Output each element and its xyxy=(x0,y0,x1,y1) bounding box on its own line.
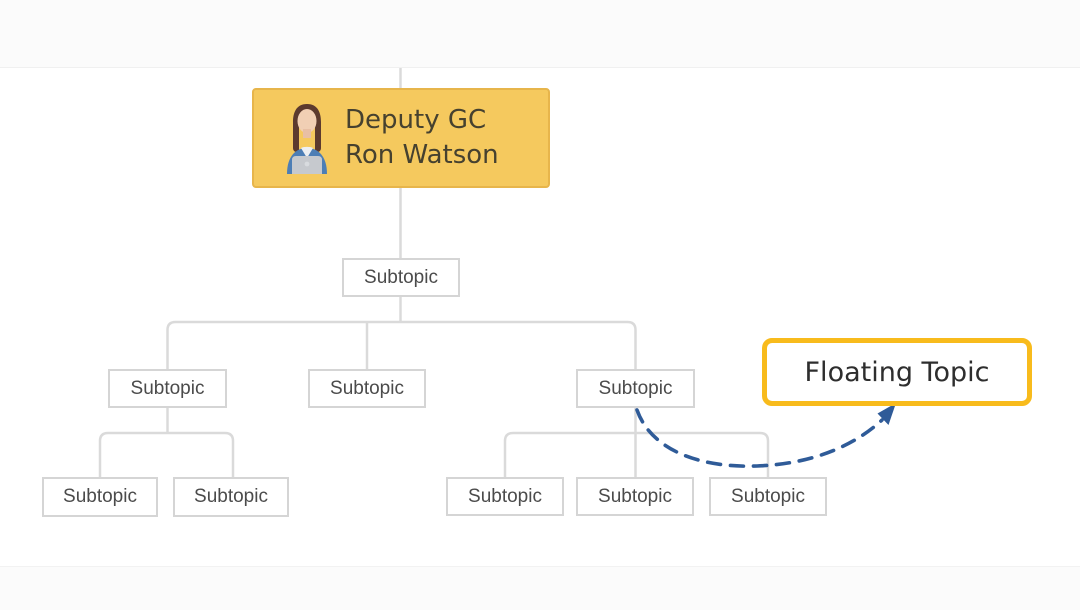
arrowhead-icon xyxy=(877,403,896,425)
subtopic-label: Subtopic xyxy=(130,377,205,399)
subtopic-node-level3-left-2[interactable]: Subtopic xyxy=(173,477,289,517)
subtopic-label: Subtopic xyxy=(330,377,404,399)
level3-right-rail xyxy=(503,431,770,477)
page-bottom-margin xyxy=(0,566,1080,610)
subtopic-label: Subtopic xyxy=(364,266,438,288)
subtopic-label: Subtopic xyxy=(731,485,805,507)
floating-topic-node[interactable]: Floating Topic xyxy=(762,338,1032,406)
subtopic-node-level1[interactable]: Subtopic xyxy=(342,258,460,297)
floating-topic-relationship-arrow[interactable] xyxy=(635,408,884,468)
woman-with-laptop-avatar-icon xyxy=(287,104,327,174)
subtopic-node-level2-right[interactable]: Subtopic xyxy=(576,369,695,408)
subtopic-label: Subtopic xyxy=(194,486,268,507)
main-topic-label: Deputy GC Ron Watson xyxy=(345,103,499,173)
subtopic-node-level3-right-3[interactable]: Subtopic xyxy=(709,477,827,516)
subtopic-label: Subtopic xyxy=(598,377,673,399)
floating-topic-label: Floating Topic xyxy=(804,356,990,388)
main-topic-node[interactable]: Deputy GC Ron Watson xyxy=(252,88,550,188)
level2-rail xyxy=(166,320,637,369)
subtopic-node-level3-right-1[interactable]: Subtopic xyxy=(446,477,564,516)
subtopic-node-level3-right-2[interactable]: Subtopic xyxy=(576,477,694,516)
main-topic-line2: Ron Watson xyxy=(345,140,499,170)
subtopic-label: Subtopic xyxy=(468,485,542,507)
main-topic-line1: Deputy GC xyxy=(345,105,487,135)
level3-left-rail xyxy=(98,431,235,477)
page-top-margin xyxy=(0,0,1080,68)
subtopic-node-level2-left[interactable]: Subtopic xyxy=(108,369,227,408)
subtopic-label: Subtopic xyxy=(63,486,137,507)
subtopic-node-level2-middle[interactable]: Subtopic xyxy=(308,369,426,408)
subtopic-label: Subtopic xyxy=(598,485,672,507)
subtopic-node-level3-left-1[interactable]: Subtopic xyxy=(42,477,158,517)
